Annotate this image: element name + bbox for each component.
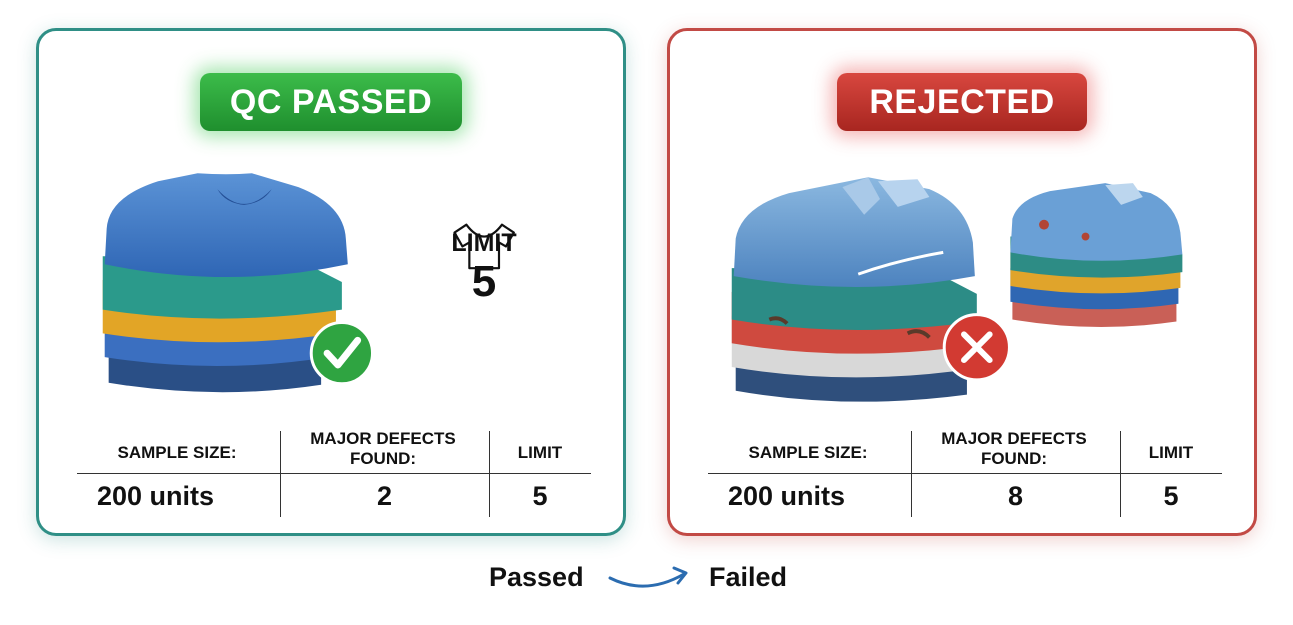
failed-label: Failed <box>709 562 788 592</box>
folded-tshirt-stack <box>102 173 348 393</box>
limit-callout: LIMIT 5 <box>439 223 529 306</box>
stats-column-divider <box>1120 431 1121 517</box>
status-transition: Passed Failed <box>0 558 1293 598</box>
limit-header: LIMIT <box>517 443 563 462</box>
major-defects-header: MAJOR DEFECTS FOUND: <box>285 429 481 469</box>
passed-stats-table: SAMPLE SIZE: MAJOR DEFECTS FOUND: LIMIT … <box>77 429 591 519</box>
major-defects-header-line1: MAJOR DEFECTS <box>941 429 1087 448</box>
stats-divider <box>708 473 1222 474</box>
major-defects-value: 2 <box>376 481 393 511</box>
sample-size-header: SAMPLE SIZE: <box>117 443 237 462</box>
qc-passed-badge: QC PASSED <box>200 73 462 131</box>
qc-passed-panel: QC PASSED LIMIT 5 SAMPLE SIZE: <box>36 28 626 536</box>
stats-column-divider <box>489 431 490 517</box>
limit-value: 5 <box>471 257 497 306</box>
stats-column-divider <box>911 431 912 517</box>
stats-column-divider <box>280 431 281 517</box>
cross-icon <box>942 313 1011 382</box>
limit-value-cell: 5 <box>1163 481 1179 511</box>
rejected-panel: REJECTED <box>667 28 1257 536</box>
major-defects-value: 8 <box>1007 481 1024 511</box>
check-icon <box>309 321 374 386</box>
tshirt-icon <box>453 223 515 270</box>
stats-divider <box>77 473 591 474</box>
major-defects-header-line1: MAJOR DEFECTS <box>310 429 456 448</box>
limit-label: LIMIT <box>451 229 517 257</box>
damaged-shirt-stack-large <box>731 177 977 402</box>
major-defects-header-line2: FOUND: <box>349 449 417 468</box>
curved-arrow-icon <box>608 566 688 588</box>
passed-label: Passed <box>489 562 584 592</box>
sample-size-header: SAMPLE SIZE: <box>748 443 868 462</box>
passed-illustration <box>102 173 515 393</box>
major-defects-header-line2: FOUND: <box>980 449 1048 468</box>
sample-size-value: 200 units <box>728 481 846 511</box>
limit-header: LIMIT <box>1148 443 1194 462</box>
major-defects-header: MAJOR DEFECTS FOUND: <box>916 429 1112 469</box>
rejected-illustration <box>731 177 1183 402</box>
sample-size-value: 200 units <box>97 481 215 511</box>
damaged-shirt-stack-small <box>1010 183 1183 328</box>
rejected-stats-table: SAMPLE SIZE: MAJOR DEFECTS FOUND: LIMIT … <box>708 429 1222 519</box>
rejected-badge: REJECTED <box>837 73 1087 131</box>
limit-value-cell: 5 <box>532 481 548 511</box>
